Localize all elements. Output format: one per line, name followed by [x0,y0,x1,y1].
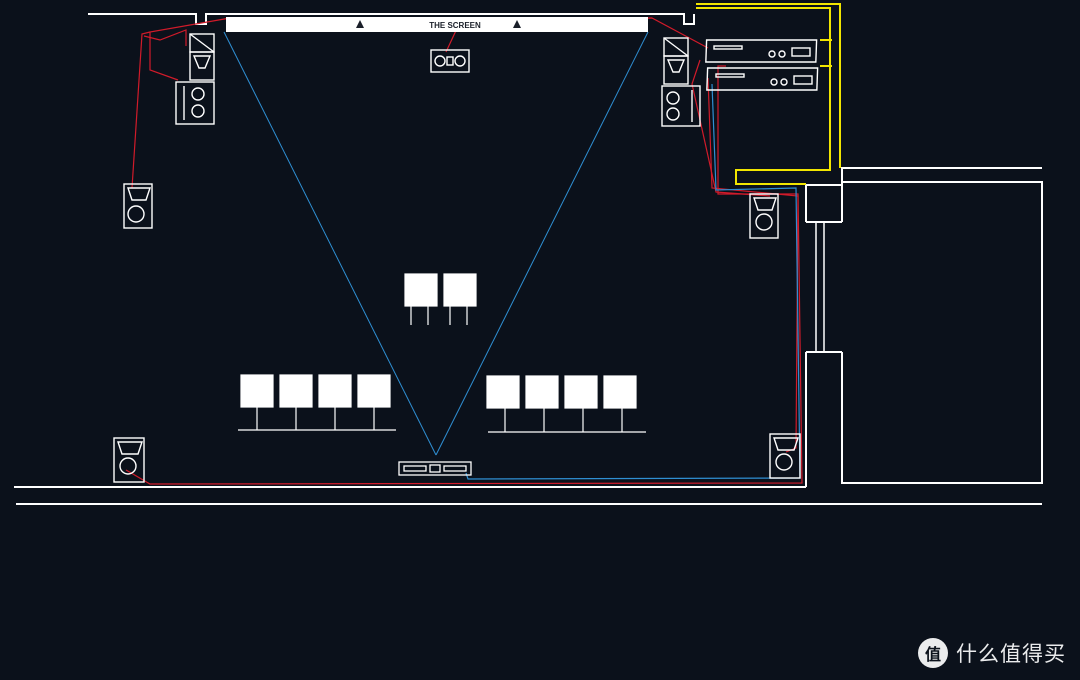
seat [404,273,438,307]
surround-speaker-right-front [749,193,779,239]
screen: THE SCREEN [226,17,648,32]
watermark-text: 什么值得买 [956,642,1066,666]
seat [357,374,391,408]
arrow-up-icon [356,20,364,28]
seating-rear-right [486,375,646,433]
seating-front-row [404,273,477,325]
amplifier-rack [705,39,819,91]
surround-speaker-right-rear [769,433,801,479]
speaker-wiring-blue [465,83,801,480]
seat [525,375,559,409]
sightline-left [223,31,437,456]
surround-speaker-left-rear [113,437,145,483]
front-left-speaker [175,33,215,125]
sightlines [223,31,649,456]
watermark: 值 什么值得买 [918,638,1066,668]
av-processor [398,461,472,476]
arrow-up-icon [513,20,521,28]
seat [564,375,598,409]
sightline-right [435,31,649,456]
seat [486,375,520,409]
amplifier-2 [706,67,819,91]
seat [318,374,352,408]
surround-speaker-left-front [123,183,153,229]
front-right-speaker [661,37,701,127]
screen-surface [226,17,648,32]
seat [603,375,637,409]
seat [240,374,274,408]
room-walls [14,13,1043,505]
equipment-room-outline [841,181,1043,484]
seat [443,273,477,307]
center-speaker [430,49,470,73]
watermark-logo: 值 [918,638,948,668]
seating-rear-left [238,374,396,431]
power-wiring-yellow [696,3,841,185]
amplifier-1 [705,39,818,63]
corridor-upper [806,167,1042,186]
front-wall [88,13,695,25]
screen-label: THE SCREEN [429,21,481,30]
seat [279,374,313,408]
